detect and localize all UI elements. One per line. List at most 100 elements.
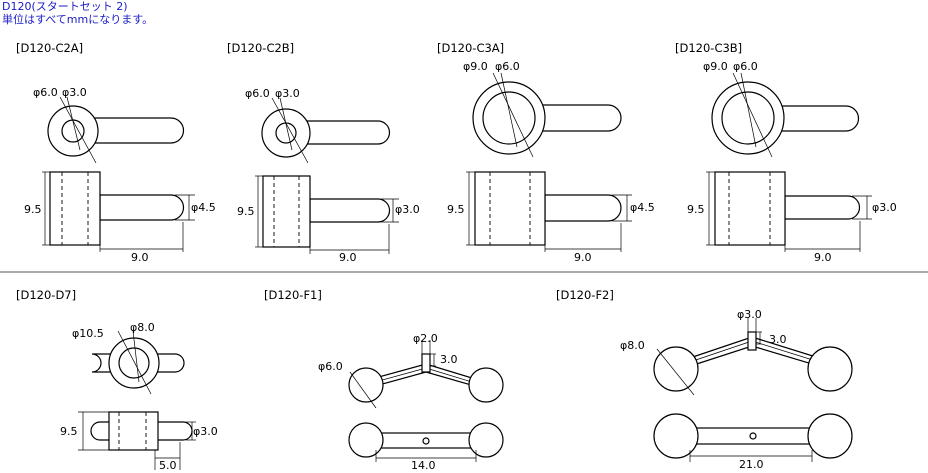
svg-text:φ4.5: φ4.5: [630, 201, 655, 214]
svg-text:φ6.0: φ6.0: [33, 86, 58, 99]
outer-dia: 9.0: [710, 60, 728, 73]
outer-dia: 9.0: [470, 60, 488, 73]
svg-text:φ9.0: φ9.0: [463, 60, 488, 73]
ring-inner: [118, 347, 150, 379]
part-label: [D120-C2B]: [227, 41, 294, 55]
f1-ball-left: [348, 367, 384, 403]
shaft-dia: 3.0: [879, 201, 897, 214]
part-f2: [D120-F2] φ8.0 φ3.0 3.0 21.0: [556, 288, 853, 471]
length-dim: 9.0: [814, 251, 832, 264]
height-dim: 9.5: [237, 205, 255, 218]
arm-top-view: [285, 120, 391, 145]
svg-text:φ10.5: φ10.5: [72, 327, 104, 340]
length-dim: 9.0: [131, 251, 149, 264]
part-label: [D120-D7]: [16, 288, 76, 302]
body-side-view: [108, 411, 159, 451]
part-label: [D120-C2A]: [16, 41, 83, 55]
f2-pin: [747, 331, 757, 351]
shaft-dia: 4.5: [637, 201, 655, 214]
part-label: [D120-C3A]: [437, 41, 504, 55]
shaft-dia: 4.5: [198, 201, 216, 214]
f2-ball-left-side: [653, 413, 699, 459]
units-note: 単位はすべてmmになります。: [2, 12, 153, 26]
f2-ball-right-side: [807, 413, 853, 459]
pin-dia: 2.0: [420, 332, 438, 345]
part-c3b: [D120-C3B] φ9.0 φ6.0 9.5 9.0 φ3.0: [675, 41, 897, 264]
outer-dia: 6.0: [252, 87, 270, 100]
f1-ball-right-side: [468, 422, 504, 458]
arm-side-view: [784, 195, 861, 220]
body-side-view: [714, 171, 786, 246]
part-d7: [D120-D7] φ10.5 φ8.0 9.5 5.0 φ3.0: [16, 288, 218, 472]
part-f1: [D120-F1] φ6.0 φ2.0 3.0 14.0: [264, 288, 504, 472]
f1-hole: [422, 437, 430, 445]
ring-inner: [721, 91, 775, 145]
svg-text:φ3.0: φ3.0: [275, 87, 300, 100]
f2-ball-right: [807, 346, 853, 392]
arm-side-view: [544, 194, 622, 222]
svg-text:φ3.0: φ3.0: [872, 201, 897, 214]
f1-pin: [421, 353, 431, 373]
pin-dia: 3.0: [744, 308, 762, 321]
height-dim: 9.5: [60, 425, 78, 438]
svg-text:φ6.0: φ6.0: [495, 60, 520, 73]
svg-text:φ4.5: φ4.5: [191, 201, 216, 214]
ring-inner: [275, 122, 297, 144]
pin-length: 3.0: [769, 333, 787, 346]
height-dim: 9.5: [24, 203, 42, 216]
shaft-dia: 3.0: [402, 203, 420, 216]
svg-text:φ6.0: φ6.0: [318, 360, 343, 373]
svg-text:φ8.0: φ8.0: [620, 339, 645, 352]
ball-dia: 8.0: [627, 339, 645, 352]
part-c3a: [D120-C3A] φ9.0 φ6.0 9.5 9.0 φ4.5: [437, 41, 655, 264]
part-label: [D120-C3B]: [675, 41, 742, 55]
arm-side-view: [99, 194, 185, 221]
length-dim: 9.0: [339, 251, 357, 264]
height-dim: 9.5: [687, 203, 705, 216]
ring-inner: [61, 119, 85, 143]
shaft-dia: 3.0: [200, 425, 218, 438]
f2-ball-left: [653, 346, 699, 392]
pin-length: 3.0: [440, 353, 458, 366]
outer-dia: 10.5: [79, 327, 104, 340]
svg-text:φ3.0: φ3.0: [62, 86, 87, 99]
svg-text:φ6.0: φ6.0: [733, 60, 758, 73]
svg-text:φ3.0: φ3.0: [193, 425, 218, 438]
length-dim: 9.0: [574, 251, 592, 264]
svg-text:φ3.0: φ3.0: [395, 203, 420, 216]
height-dim: 9.5: [447, 203, 465, 216]
f1-ball-right: [468, 367, 504, 403]
svg-text:φ3.0: φ3.0: [737, 308, 762, 321]
body-side-view: [49, 171, 101, 246]
ball-dia: 6.0: [325, 360, 343, 373]
ring-inner: [482, 91, 536, 145]
part-c2b: [D120-C2B] φ6.0 φ3.0 9.5 9.0 φ3.0: [227, 41, 420, 264]
part-label: [D120-F1]: [264, 288, 322, 302]
inner-dia: 6.0: [502, 60, 520, 73]
f1-ball-left-side: [348, 422, 384, 458]
length-dim: 14.0: [411, 459, 436, 472]
inner-dia: 3.0: [69, 86, 87, 99]
svg-text:φ8.0: φ8.0: [130, 321, 155, 334]
inner-dia: 8.0: [137, 321, 155, 334]
svg-text:φ6.0: φ6.0: [245, 87, 270, 100]
leader-line: [66, 96, 81, 151]
f2-hole: [749, 432, 757, 440]
part-c2a: [D120-C2A] φ6.0 φ3.0 9.5 9.0 φ4.5: [16, 41, 216, 264]
body-side-view: [262, 175, 311, 248]
length-dim: 21.0: [739, 458, 764, 471]
sheet-title: D120(スタートセット 2): [2, 0, 128, 13]
outer-dia: 6.0: [40, 86, 58, 99]
svg-text:φ2.0: φ2.0: [413, 332, 438, 345]
part-label: [D120-F2]: [556, 288, 614, 302]
arm-side-view: [309, 198, 391, 223]
inner-dia: 3.0: [282, 87, 300, 100]
svg-text:φ9.0: φ9.0: [703, 60, 728, 73]
body-side-view: [474, 171, 546, 246]
inner-dia: 6.0: [740, 60, 758, 73]
leader-line: [59, 96, 97, 164]
arm-top-view: [72, 117, 185, 144]
length-dim: 5.0: [159, 459, 177, 472]
